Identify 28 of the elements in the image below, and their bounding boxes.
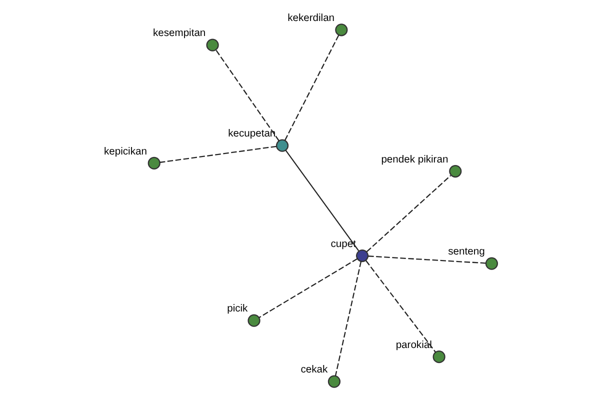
connector: [366, 260, 436, 353]
connector: [284, 34, 340, 141]
node-circle: [335, 24, 348, 36]
node-label: picik: [227, 304, 248, 315]
node-circle: [148, 156, 160, 170]
connector: [160, 146, 277, 163]
node-label: kepicikan: [104, 146, 147, 158]
node-circle: [356, 249, 369, 262]
node-circle: [449, 164, 462, 178]
node-circle: [206, 38, 219, 52]
node-circle: [432, 350, 446, 364]
node-circle: [485, 257, 498, 270]
node-circle: [248, 314, 260, 327]
node-label: parokial: [396, 340, 432, 351]
node-label: kesempitan: [153, 28, 206, 40]
node-circle: [276, 139, 289, 152]
node-label: kekerdilan: [288, 12, 335, 24]
connector: [216, 50, 280, 142]
node-label: cekak: [300, 364, 328, 376]
node-circle: [328, 375, 341, 388]
node-label: kecupetan: [228, 128, 276, 140]
connector: [285, 150, 360, 252]
node-label: pendek pikiran: [381, 154, 448, 166]
connector: [334, 261, 362, 376]
connector: [366, 175, 452, 252]
node-label: senteng: [448, 246, 485, 258]
connector: [368, 256, 486, 264]
connector: [258, 258, 358, 318]
